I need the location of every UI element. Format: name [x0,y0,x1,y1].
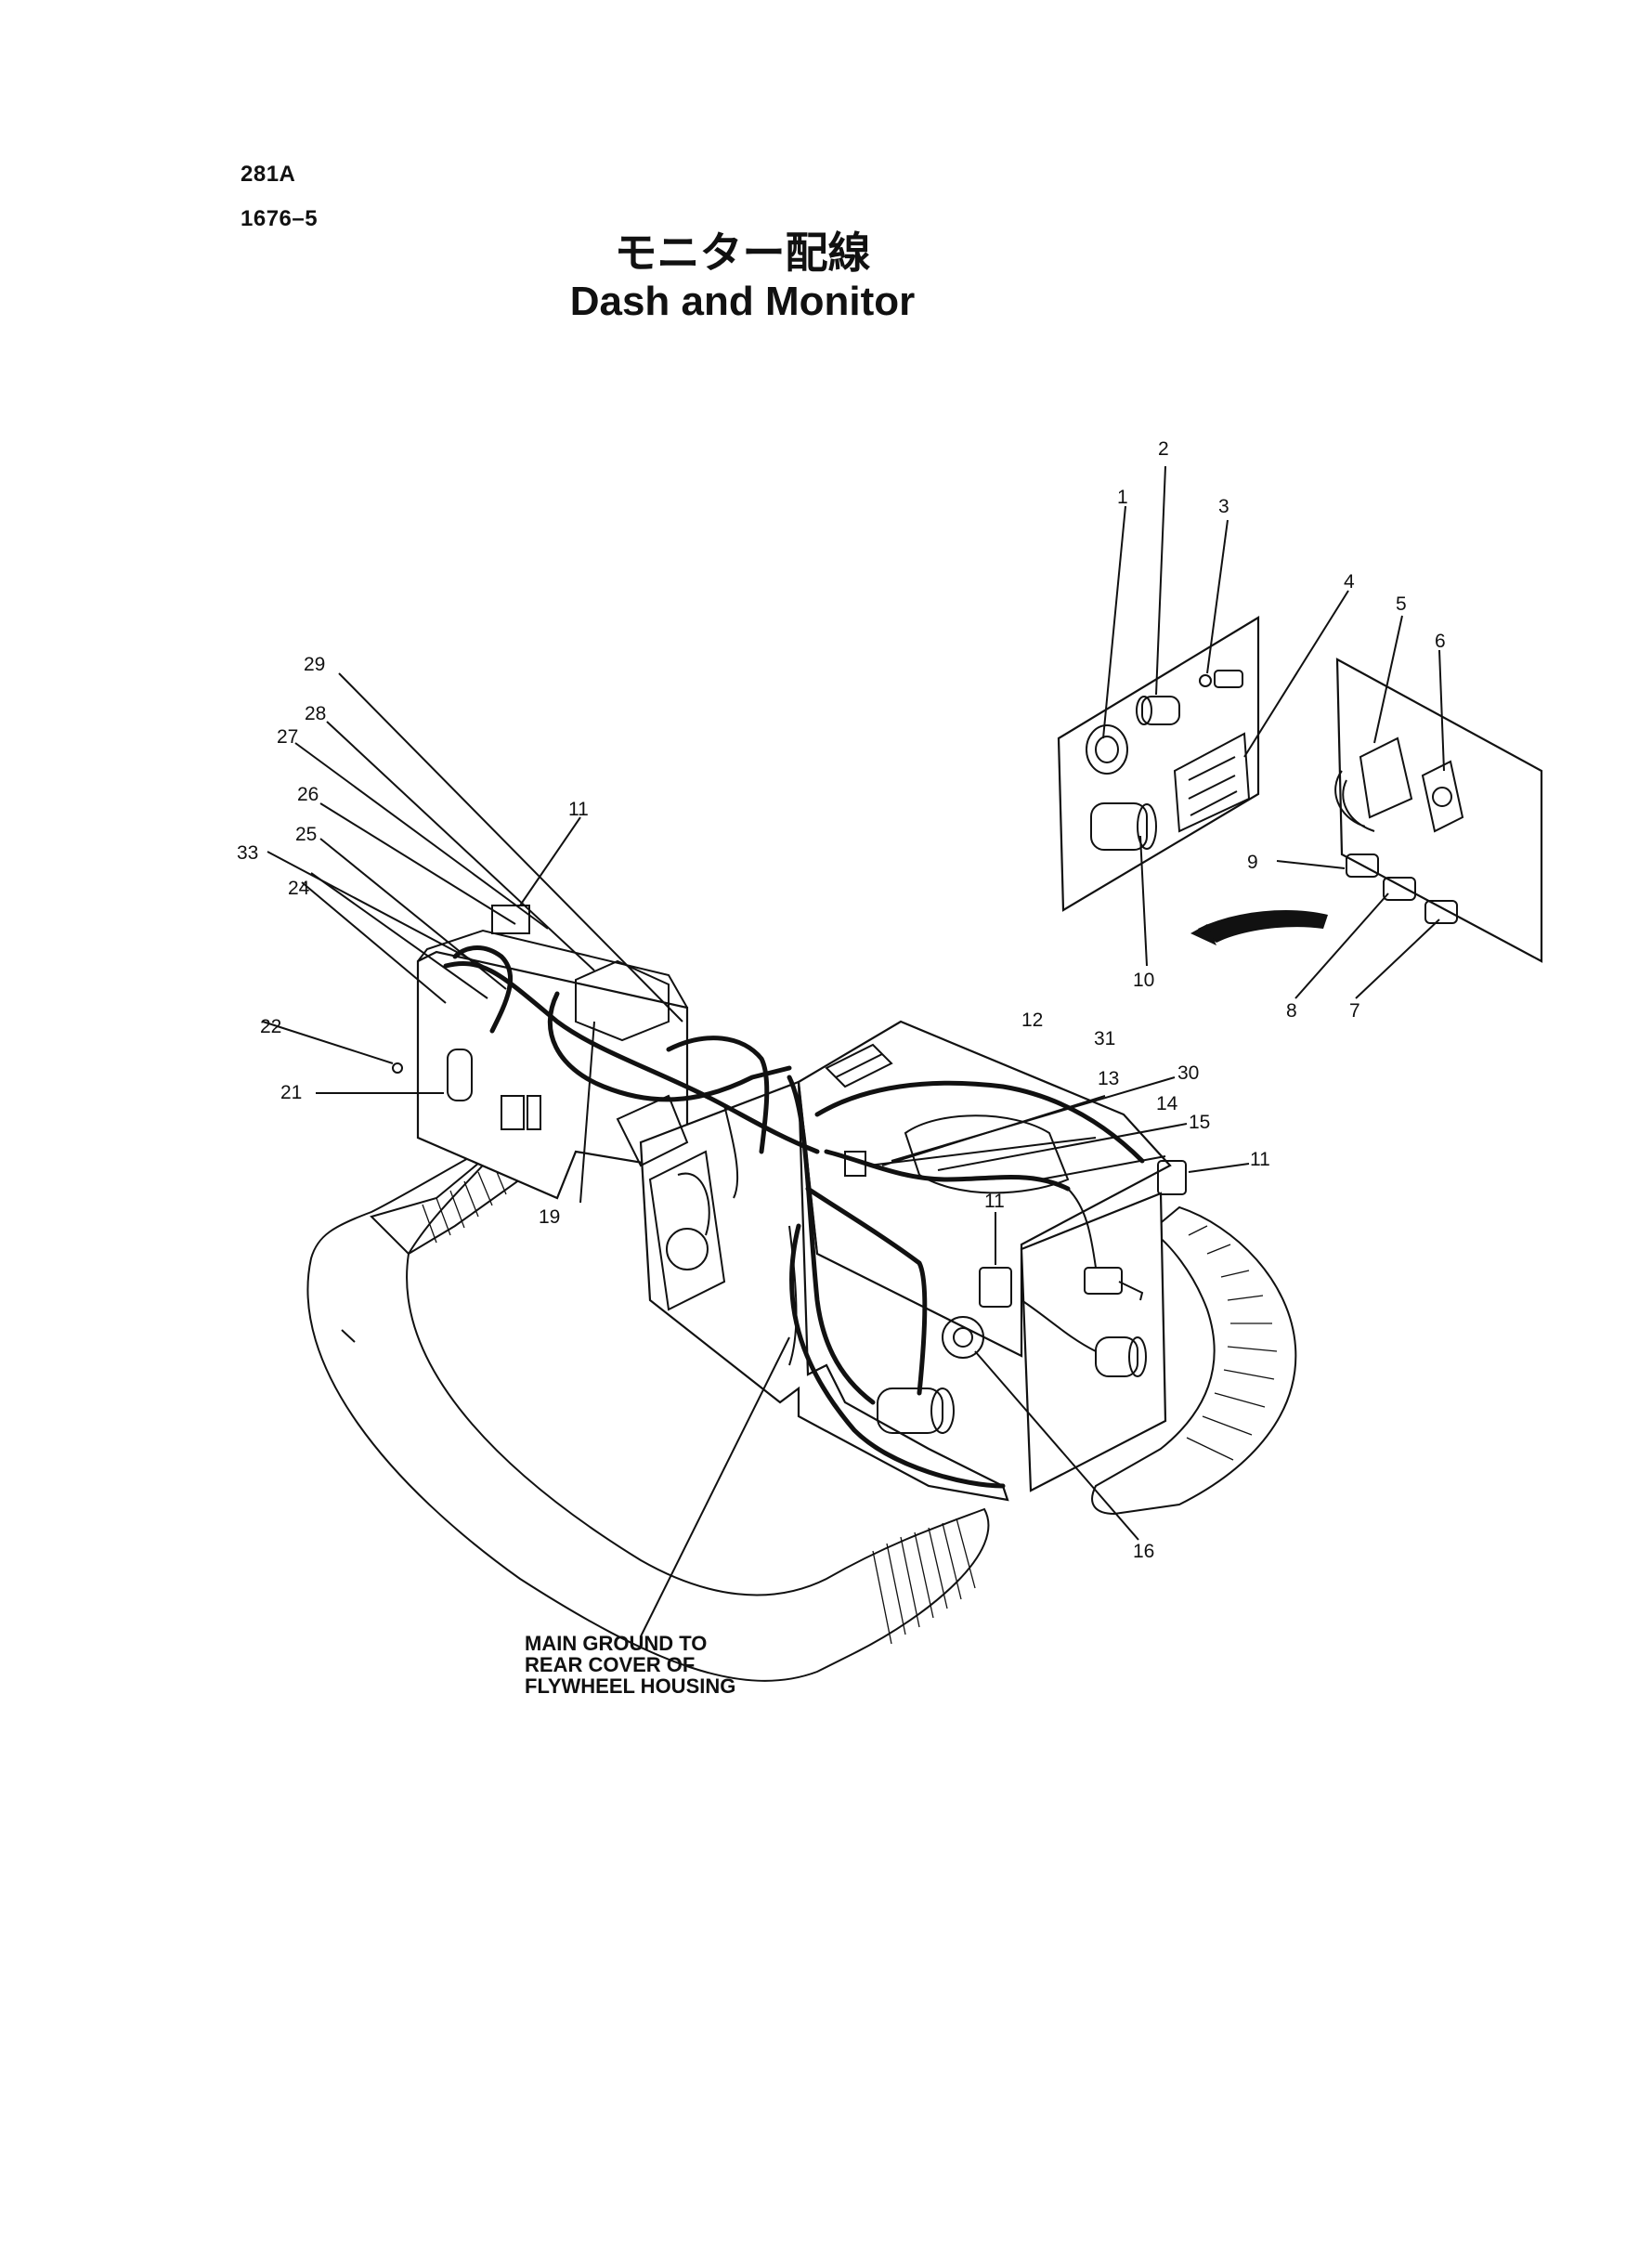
callout-8: 8 [1286,1000,1297,1022]
callout-14: 14 [1156,1093,1178,1114]
callout-2: 2 [1158,438,1169,460]
callout-12: 12 [1021,1010,1043,1031]
callout-7: 7 [1349,1000,1360,1022]
callout-11-right: 11 [1250,1149,1270,1170]
callout-25: 25 [295,824,317,845]
callout-31: 31 [1094,1028,1115,1049]
callout-1: 1 [1117,487,1128,508]
right-track [1091,1205,1297,1516]
components [392,905,1187,1434]
monitor-inset-right [1334,658,1543,963]
callout-numbers: 1 2 3 4 5 6 7 8 9 10 11 11 11 11 12 13 1… [237,438,1446,1562]
callout-13: 13 [1098,1068,1119,1089]
wiring-harness [443,945,1145,1489]
drawing-code-2: 1676–5 [241,206,319,231]
callout-3: 3 [1218,496,1229,517]
note-line-2: REAR COVER OF [525,1653,695,1676]
callout-19: 19 [539,1206,560,1228]
right-side-panel [1020,1192,1167,1492]
callout-29: 29 [304,654,325,675]
callout-11-top: 11 [568,799,589,820]
callout-9: 9 [1247,852,1258,873]
callout-10: 10 [1133,970,1154,991]
title-english: Dash and Monitor [569,279,916,324]
leader-lines [262,465,1445,1637]
callout-26: 26 [297,784,319,805]
note-line-1: MAIN GROUND TO [525,1632,707,1655]
callout-28: 28 [305,703,326,724]
center-frame-plate [639,1080,1009,1502]
callout-16: 16 [1133,1541,1154,1562]
callout-5: 5 [1396,593,1407,615]
callout-30: 30 [1177,1062,1199,1084]
monitor-inset-left [1057,616,1260,912]
drawing-code-1: 281A [241,162,296,187]
callout-24: 24 [288,878,310,899]
title-japanese: モニター配線 [614,228,871,278]
callout-6: 6 [1435,631,1446,652]
main-ground-note: MAIN GROUND TO REAR COVER OF FLYWHEEL HO… [525,1632,735,1698]
callout-33: 33 [237,842,258,864]
callout-11-mid: 11 [984,1191,1005,1212]
note-line-3: FLYWHEEL HOUSING [525,1674,735,1698]
callout-22: 22 [260,1016,281,1037]
curved-arrow [1190,910,1328,945]
callout-15: 15 [1189,1112,1210,1133]
callout-27: 27 [277,726,298,748]
callout-4: 4 [1344,571,1355,593]
callout-21: 21 [280,1082,302,1103]
